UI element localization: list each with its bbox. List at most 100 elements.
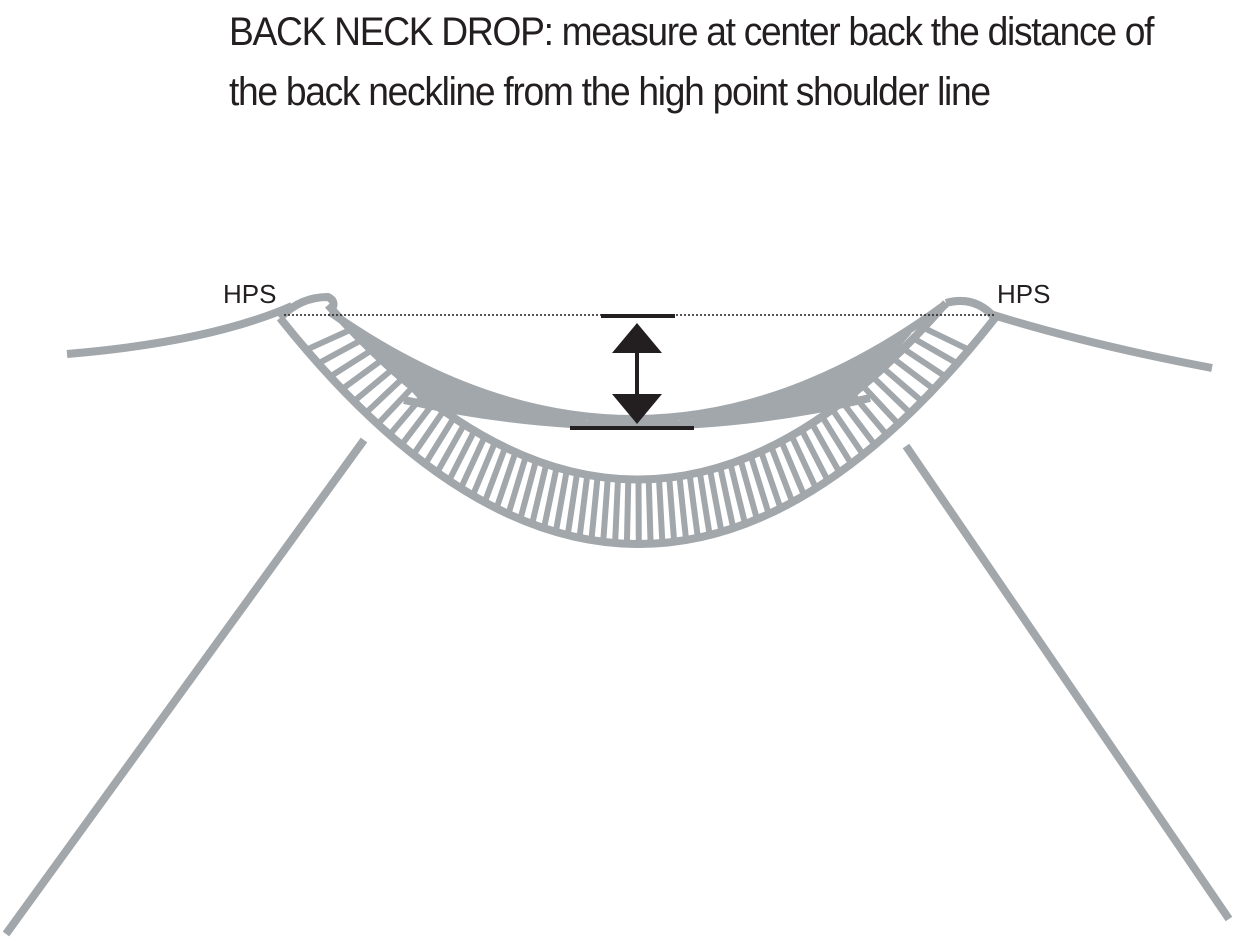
rib-stripe [706,408,731,426]
rib-stripe [717,466,737,529]
rib-stripe [623,479,632,544]
rib-stripe [795,366,848,415]
rib-stripe [586,417,600,429]
rib-stripe [819,415,854,466]
rib-stripe [788,434,819,490]
rib-stripe [785,372,835,417]
rib-stripe [552,469,570,533]
rib-stripe [912,335,959,367]
rib-stripe [726,402,757,425]
rib-stripe [716,405,744,426]
rib-stripe [645,479,654,544]
rib-stripe [881,365,924,404]
rib-stripe [758,450,784,510]
rib-stripe [399,401,436,447]
rib-stripe [768,445,796,504]
rib-stripe [496,398,531,424]
hps-left-label: HPS [223,279,276,309]
rib-stripe [656,478,666,544]
rib-stripe [611,419,621,429]
rib-stripe [778,440,807,497]
rib-stripe [517,459,539,520]
rib-stripe [588,476,601,541]
rib-stripe [564,472,581,536]
rib-stripe [446,429,478,482]
rib-stripe [541,466,560,529]
rib-stripe [901,346,948,380]
rib-stripe [612,478,621,544]
front-neckband-ribbing [305,325,971,545]
hps-right-label: HPS [997,279,1050,309]
rib-stripe [860,383,901,427]
rib-stripe [410,408,447,457]
rib-stripe [363,376,405,416]
rib-stripe [576,474,591,539]
rib-stripe [834,337,899,408]
instruction-line-2: the back neckline from the high point sh… [229,70,991,114]
rib-stripe [444,379,491,418]
rib-stripe [646,419,655,429]
rib-stripe [505,455,529,515]
instruction-line-1: BACK NECK DROP: measure at center back t… [229,10,1155,54]
rib-stripe [529,463,550,525]
rib-stripe [470,389,511,421]
rib-stripe [755,389,796,421]
rib-stripe [387,393,426,437]
instruction-text: BACK NECK DROP: measure at center back t… [229,2,1159,122]
rib-stripe [366,338,431,408]
rib-stripe [351,367,395,404]
left-body-side-line [2,437,368,937]
rib-stripe [573,415,590,428]
rib-stripe [328,347,374,380]
right-neckband-corner [944,296,999,321]
rib-stripe [844,329,912,406]
rib-stripe [696,471,713,536]
rib-stripe [666,477,678,543]
rib-stripe [561,413,580,428]
rib-stripe [676,475,690,541]
rib-stripe [686,413,706,428]
rib-stripe [799,428,831,482]
rib-stripe [392,353,451,412]
rib-stripe [922,325,971,353]
rib-stripe [824,345,886,410]
rib-stripe [891,356,936,392]
rib-stripe [635,421,643,427]
rib-stripe [804,360,860,414]
left-neckband-corner [277,293,338,321]
rib-stripe [493,451,519,510]
measure-arrow-down-icon [612,394,662,424]
right-body-side-line [902,443,1233,922]
rib-stripe [522,405,551,426]
rib-stripe [379,346,441,410]
rib-stripe [850,392,890,437]
rib-stripe [483,394,521,422]
back-neckband-ribbing [366,329,912,429]
rib-stripe [434,423,467,474]
rib-stripe [745,393,783,423]
rib-stripe [829,407,866,457]
rib-stripe [548,411,571,427]
rib-stripe [775,378,822,419]
rib-stripe [676,415,693,428]
rib-stripe [809,421,843,474]
rib-stripe [870,374,913,416]
rib-stripe [599,418,611,429]
rib-stripe [470,441,498,497]
rib-stripe [481,446,509,504]
rib-stripe [656,418,667,429]
rib-stripe [458,435,488,490]
rib-stripe [340,357,384,392]
right-shoulder-line [988,310,1213,372]
measure-arrow-up-icon [612,323,662,353]
rib-stripe [535,408,561,426]
rib-stripe [305,326,353,353]
rib-stripe [727,462,749,525]
rib-stripe [375,385,415,427]
rib-stripe [814,352,873,412]
rib-stripe [737,459,760,520]
rib-stripe [431,373,481,417]
rib-stripe [696,411,719,427]
rib-stripe [747,455,772,515]
